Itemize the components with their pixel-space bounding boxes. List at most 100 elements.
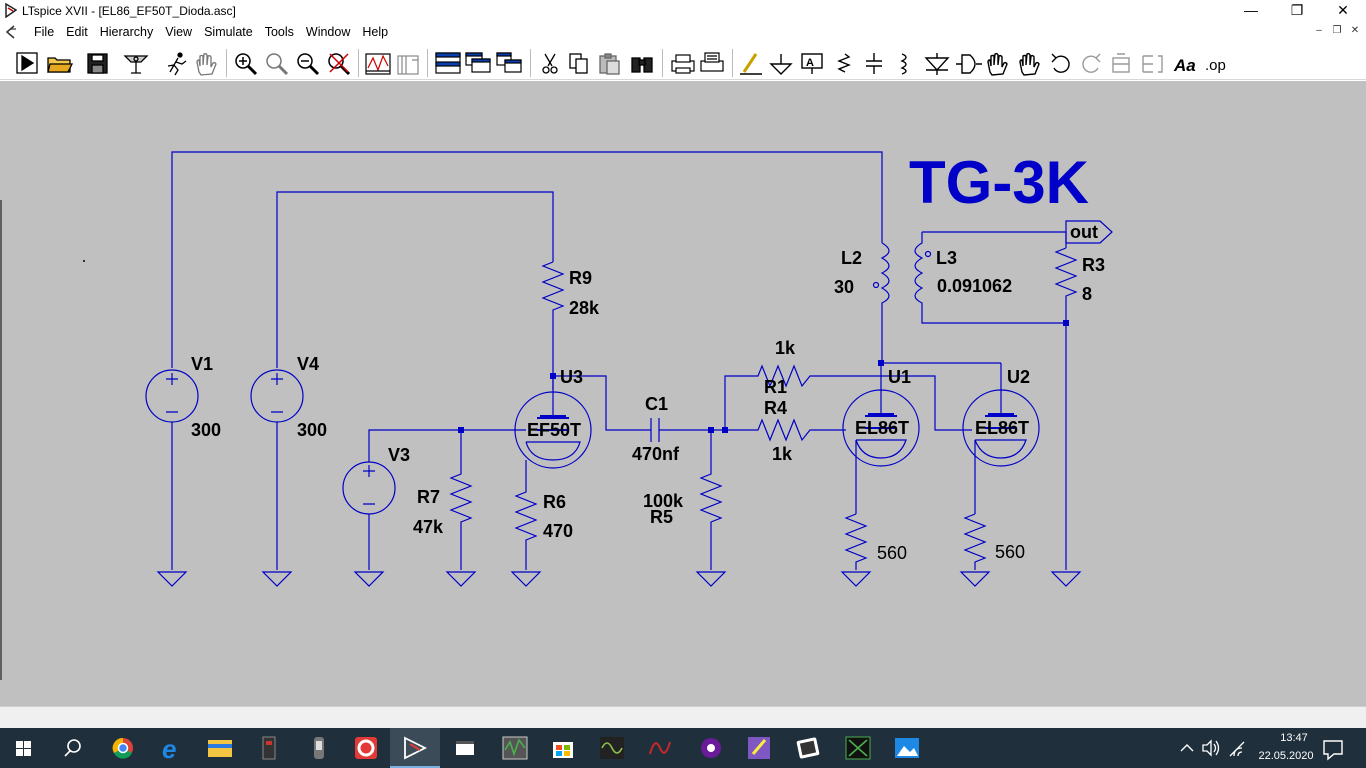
capacitor-icon[interactable] <box>866 53 882 74</box>
notifications-icon[interactable] <box>1323 740 1343 761</box>
mirror-icon[interactable] <box>1142 55 1163 73</box>
text-icon[interactable]: Aa <box>1173 56 1196 75</box>
open-icon[interactable] <box>47 57 74 73</box>
label-net-icon[interactable]: A <box>801 53 823 74</box>
ltspice-taskbar-icon[interactable] <box>404 736 428 760</box>
ccleaner-icon[interactable] <box>355 737 377 759</box>
menu-file[interactable]: File <box>34 25 55 39</box>
copy-icon[interactable] <box>569 53 588 74</box>
document-icon[interactable] <box>4 25 18 39</box>
drag-icon[interactable] <box>1019 52 1040 76</box>
windows-taskbar: e 13:47 22.05.2020 <box>0 728 1366 768</box>
mdi-restore-button[interactable]: ❐ <box>1332 25 1342 36</box>
schematic-canvas[interactable]: V1 300 V4 300 V3 R9 28k U3 EF50T C1 470n… <box>0 81 1366 706</box>
v1-value: 300 <box>191 420 221 440</box>
menu-edit[interactable]: Edit <box>66 25 88 39</box>
r6-value: 470 <box>543 521 573 541</box>
undo-icon[interactable] <box>1051 53 1070 73</box>
capacitor-c1 <box>645 418 711 442</box>
spice-directive-icon[interactable]: .op <box>1205 57 1226 74</box>
taskbar-app-tube-icon[interactable] <box>314 737 324 759</box>
photos-icon[interactable] <box>895 738 919 758</box>
resistor-r9 <box>541 261 565 390</box>
taskbar-app-pen-icon[interactable] <box>748 737 770 759</box>
taskbar-app-device-icon[interactable] <box>262 736 276 760</box>
print-icon[interactable] <box>671 54 695 74</box>
clock-time[interactable]: 13:47 <box>1280 732 1308 744</box>
mdi-close-button[interactable]: ✕ <box>1350 25 1360 36</box>
taskbar-app-chart-icon[interactable] <box>845 736 871 760</box>
file-explorer-icon[interactable] <box>208 740 232 757</box>
cascade-icon[interactable] <box>465 52 491 73</box>
voltage-source-v4 <box>250 369 304 570</box>
redo-icon[interactable] <box>1082 53 1101 73</box>
zoom-cancel-icon[interactable] <box>328 53 351 76</box>
menu-view[interactable]: View <box>165 25 193 39</box>
save-icon[interactable] <box>87 53 108 74</box>
u2-name: U2 <box>1007 367 1030 387</box>
find-icon[interactable] <box>631 57 653 73</box>
menu-tools[interactable]: Tools <box>264 25 294 39</box>
control-panel-icon[interactable] <box>123 55 149 74</box>
search-icon[interactable] <box>64 739 81 757</box>
r9-value: 28k <box>569 298 600 318</box>
chrome-icon[interactable] <box>112 737 133 759</box>
taskbar-app-purple-icon[interactable] <box>701 738 721 758</box>
mdi-minimize-button[interactable]: – <box>1316 25 1322 36</box>
menu-help[interactable]: Help <box>362 25 389 39</box>
resistor-r6 <box>514 460 538 570</box>
zoom-area-icon[interactable] <box>266 53 289 76</box>
tile-vertical-icon[interactable] <box>496 52 522 73</box>
taskbar-app-window-icon[interactable] <box>456 741 474 755</box>
run-icon[interactable] <box>16 52 38 74</box>
network-icon[interactable] <box>1229 741 1245 757</box>
schematic-drawing: V1 300 V4 300 V3 R9 28k U3 EF50T C1 470n… <box>83 149 1113 587</box>
v4-name: V4 <box>297 354 319 374</box>
voltage-source-v1 <box>145 369 199 570</box>
resistor-icon[interactable] <box>837 53 851 73</box>
menu-hierarchy[interactable]: Hierarchy <box>99 25 154 39</box>
cut-icon[interactable] <box>542 53 558 74</box>
paste-icon[interactable] <box>599 53 620 75</box>
ground-icon[interactable] <box>769 54 793 75</box>
taskbar-app-signal-icon[interactable] <box>600 737 624 759</box>
component-view-icon[interactable] <box>397 55 419 75</box>
out-label-text: out <box>1070 222 1098 242</box>
r6-name: R6 <box>543 492 566 512</box>
inductor-icon[interactable] <box>900 53 907 75</box>
resistor-rk2 <box>963 513 987 570</box>
waveform-icon[interactable] <box>365 53 391 75</box>
clock-date[interactable]: 22.05.2020 <box>1258 750 1314 762</box>
draw-wire-icon[interactable] <box>740 53 762 75</box>
move-icon[interactable] <box>987 52 1008 76</box>
halt-icon[interactable] <box>167 52 187 76</box>
taskbar-app-scope-icon[interactable] <box>502 736 528 760</box>
store-icon[interactable] <box>553 742 573 758</box>
taskbar-app-tablet-icon[interactable] <box>796 737 820 759</box>
toolbar: A Aa .op <box>0 44 1366 80</box>
resistor-r4 <box>711 418 846 442</box>
menu-window[interactable]: Window <box>305 25 351 39</box>
u3-name: U3 <box>560 367 583 387</box>
menu-simulate[interactable]: Simulate <box>204 25 253 39</box>
u3-model: EF50T <box>527 420 581 440</box>
component-icon[interactable] <box>956 54 982 74</box>
print-setup-icon[interactable] <box>700 52 724 72</box>
diode-icon[interactable] <box>924 53 950 75</box>
maximize-button[interactable]: ❐ <box>1290 2 1304 18</box>
tray-chevron-icon[interactable] <box>1180 744 1194 752</box>
start-button[interactable] <box>16 741 31 756</box>
volume-icon[interactable] <box>1202 739 1220 757</box>
u1-name: U1 <box>888 367 911 387</box>
edge-icon[interactable]: e <box>162 734 176 764</box>
tile-horizontal-icon[interactable] <box>435 52 461 74</box>
zoom-out-icon[interactable] <box>297 53 320 76</box>
close-button[interactable]: ✕ <box>1337 2 1349 18</box>
minimize-button[interactable]: — <box>1244 2 1258 18</box>
taskbar-app-wave-icon[interactable] <box>649 741 671 755</box>
zoom-in-icon[interactable] <box>235 53 258 76</box>
pan-icon[interactable] <box>196 53 217 76</box>
rotate-icon[interactable] <box>1112 53 1130 73</box>
r1-name: R1 <box>764 377 787 397</box>
ltspice-app-icon <box>5 3 18 18</box>
